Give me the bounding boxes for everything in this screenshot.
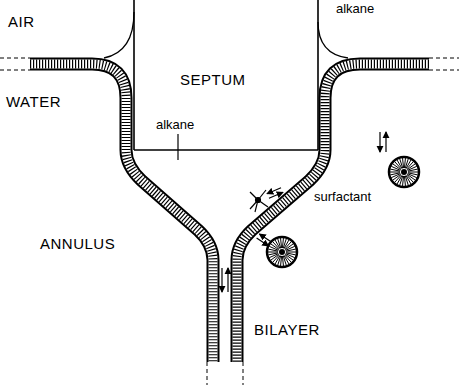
monolayer-band xyxy=(237,64,429,362)
leader-line xyxy=(177,134,178,160)
alkane-label: alkane xyxy=(336,2,374,16)
phase-label: AIR xyxy=(8,14,35,31)
phase-label: WATER xyxy=(6,94,61,111)
monolayer-band xyxy=(237,64,429,362)
septum-outline xyxy=(134,0,318,150)
surfactant-monomer xyxy=(250,190,268,212)
septum-label: SEPTUM xyxy=(180,72,246,89)
equilibrium-arrows xyxy=(222,132,386,292)
alkane-label: alkane xyxy=(156,118,194,132)
alkane-meniscus xyxy=(104,12,348,58)
micelle xyxy=(267,157,419,267)
monolayer-band xyxy=(237,64,429,362)
surfactant-monolayer xyxy=(30,64,429,362)
continuation-lines xyxy=(0,58,459,385)
region-label: ANNULUS xyxy=(40,236,115,253)
micelle xyxy=(389,157,419,187)
bilayer-label: BILAYER xyxy=(254,322,320,339)
surfactant-label: surfactant xyxy=(314,190,371,204)
